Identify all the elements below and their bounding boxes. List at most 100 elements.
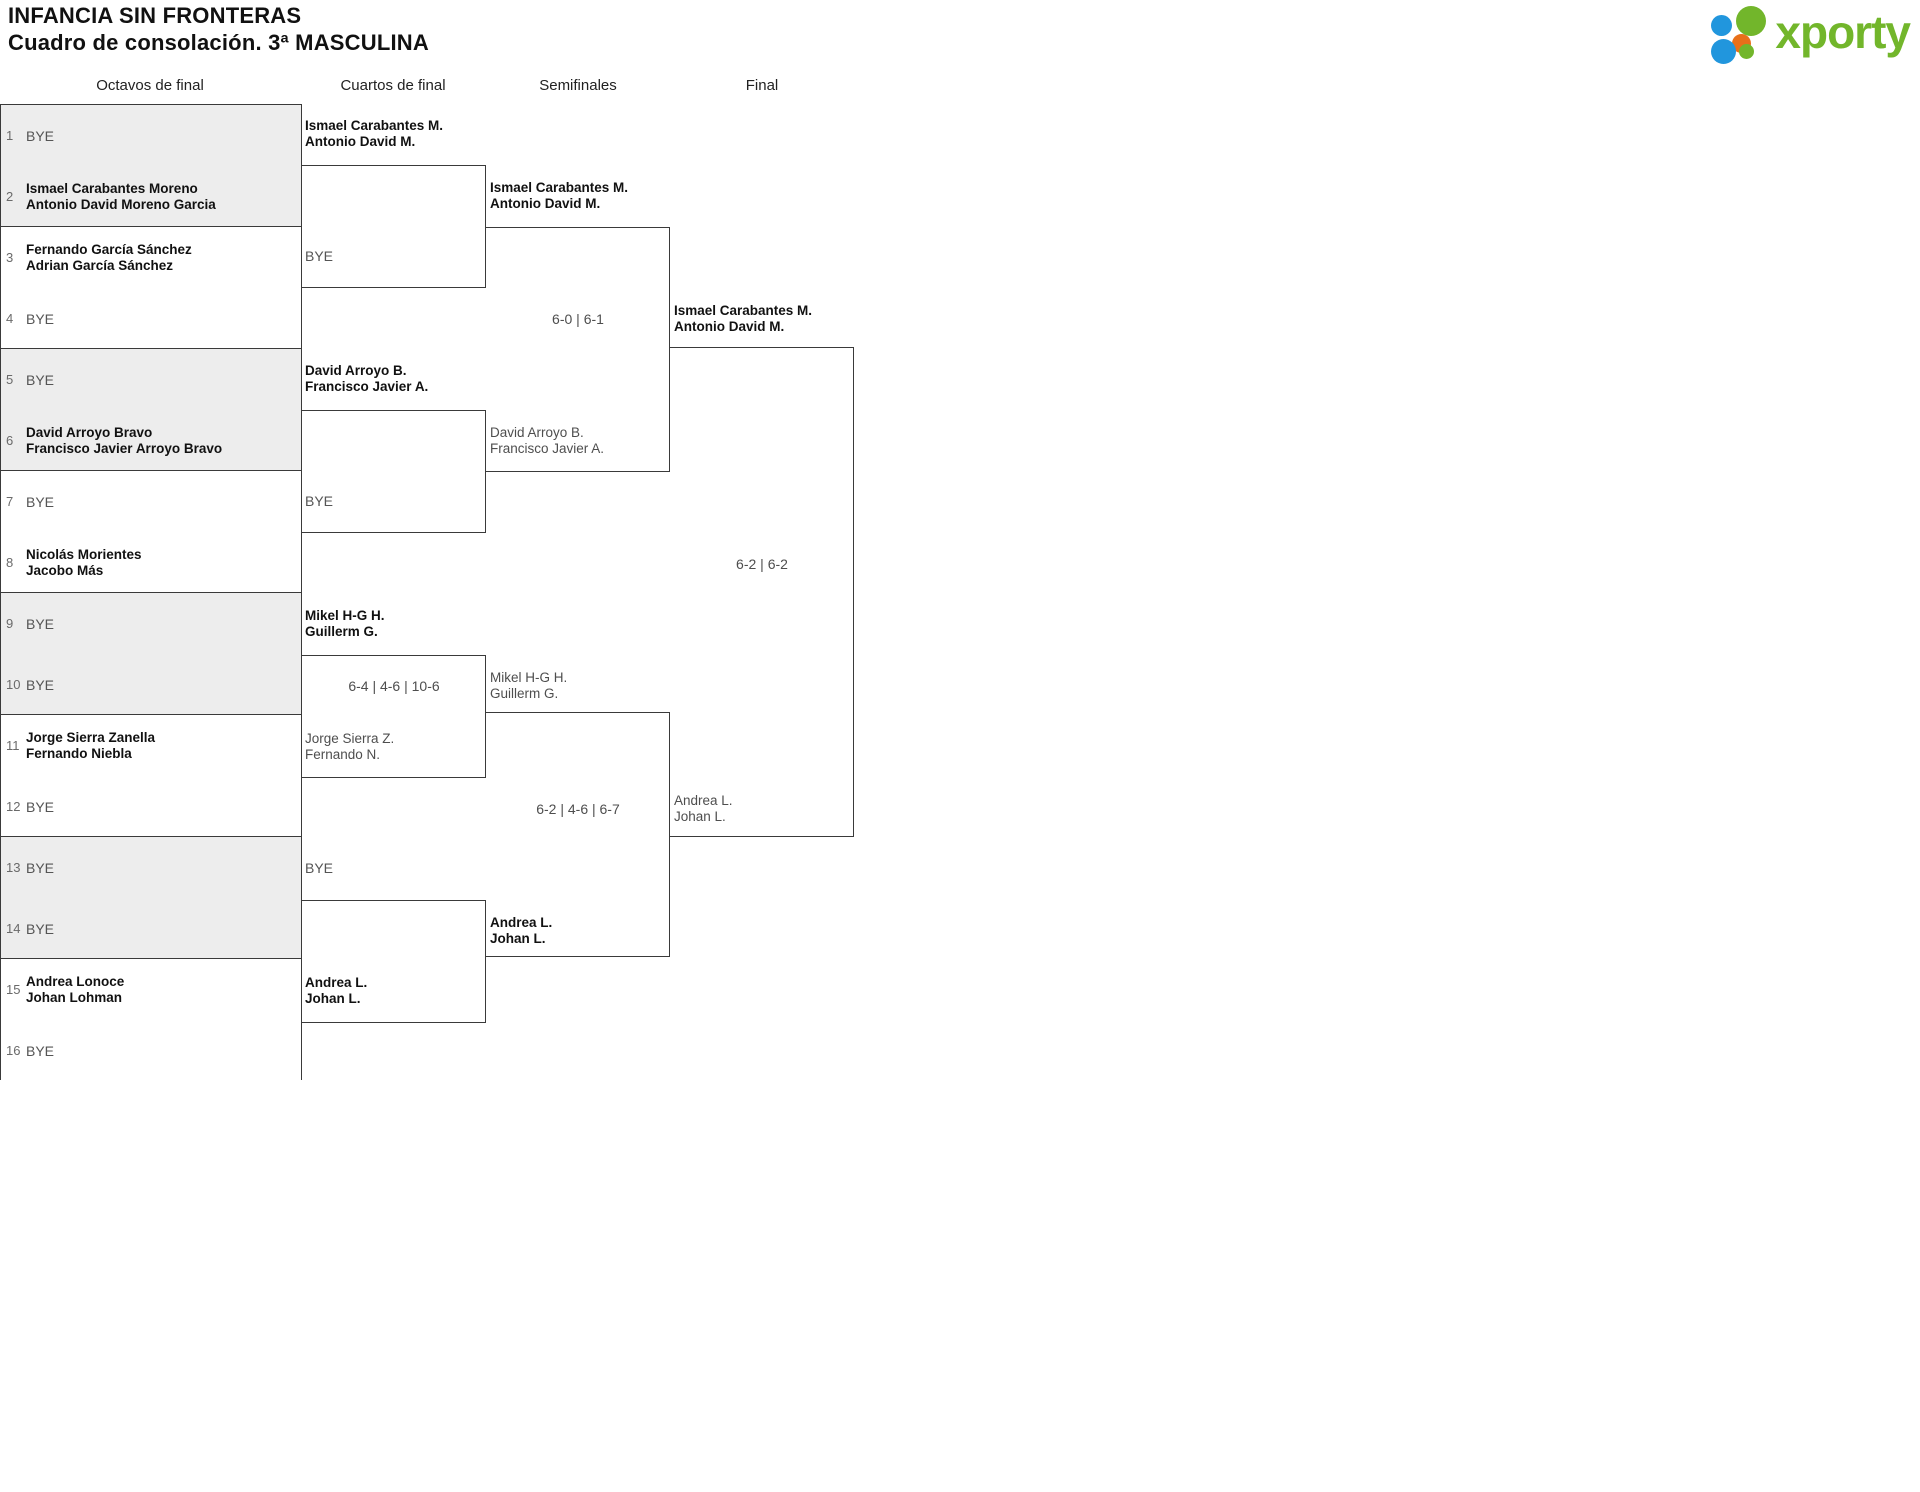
r16-slot[interactable]: 4 BYE [1, 288, 301, 349]
final-match-box[interactable] [670, 347, 854, 837]
qf-entry-2: BYE [305, 248, 334, 264]
player-name: Antonio David M. [305, 134, 416, 149]
player-name: Guillerm G. [305, 624, 378, 639]
player-name: BYE [26, 371, 55, 388]
player-name: Fernando Niebla [26, 745, 132, 761]
player-name: David Arroyo B. [305, 363, 407, 378]
qf-match-box[interactable] [302, 655, 486, 778]
player-name: BYE [26, 798, 55, 815]
seed-number: 8 [6, 555, 14, 570]
seed-number: 12 [6, 799, 21, 814]
player-name: BYE [26, 859, 55, 876]
player-name: Johan Lohman [26, 989, 123, 1005]
qf-entry-6: Jorge Sierra Z. Fernando N. [305, 731, 394, 763]
sf-score-1: 6-0 | 6-1 [552, 311, 604, 327]
player-name: Antonio David M. [674, 319, 785, 334]
player-name: Ismael Carabantes M. [674, 303, 813, 318]
player-name: Fernando García Sánchez [26, 241, 192, 257]
qf-entry-1: Ismael Carabantes M. Antonio David M. [305, 118, 443, 150]
sf-match-box[interactable] [486, 227, 670, 472]
player-name: Andrea Lonoce [26, 973, 125, 989]
player-name: BYE [26, 920, 55, 937]
player-name: Ismael Carabantes M. [490, 180, 629, 195]
final-entry-2: Andrea L. Johan L. [674, 793, 733, 825]
round-header-qf: Cuartos de final [340, 77, 446, 94]
sf-entry-4: Andrea L. Johan L. [490, 915, 552, 947]
player-name: Francisco Javier Arroyo Bravo [26, 440, 223, 456]
player-name: Mikel H-G H. [490, 670, 568, 685]
r16-slot[interactable]: 10 BYE [1, 654, 301, 715]
r16-slot[interactable]: 14 BYE [1, 898, 301, 959]
player-name: Francisco Javier A. [305, 379, 429, 394]
player-name: Fernando N. [305, 747, 381, 762]
player-name: David Arroyo Bravo [26, 424, 153, 440]
final-score: 6-2 | 6-2 [736, 556, 788, 572]
qf-score-5: 6-4 | 4-6 | 10-6 [348, 678, 440, 694]
r16-slot[interactable]: 5 BYE [1, 349, 301, 410]
sf-score-3: 6-2 | 4-6 | 6-7 [536, 801, 620, 817]
r16-slot[interactable]: 1 BYE [1, 105, 301, 166]
seed-number: 16 [6, 1043, 21, 1058]
player-name: Jorge Sierra Z. [305, 731, 395, 746]
player-name: BYE [26, 1042, 55, 1059]
tournament-name: INFANCIA SIN FRONTERAS [8, 3, 302, 28]
player-name: BYE [26, 676, 55, 693]
player-name: BYE [26, 493, 55, 510]
round-header-final: Final [745, 77, 779, 94]
player-name: Mikel H-G H. [305, 608, 385, 623]
r16-slot[interactable]: 12 BYE [1, 776, 301, 837]
sf-entry-2: David Arroyo B. Francisco Javier A. [490, 425, 604, 457]
r16-slot[interactable]: 13 BYE [1, 837, 301, 898]
r16-slot[interactable]: 16 BYE [1, 1020, 301, 1081]
seed-number: 5 [6, 372, 14, 387]
seed-number: 2 [6, 189, 14, 204]
seed-number: 9 [6, 616, 14, 631]
seed-number: 3 [6, 250, 14, 265]
player-name: Johan L. [305, 991, 361, 1006]
player-name: Guillerm G. [490, 686, 559, 701]
qf-match-box[interactable] [302, 410, 486, 533]
r16-slot[interactable]: 7 BYE [1, 471, 301, 532]
player-name: Jacobo Más [26, 562, 104, 578]
sf-entry-1: Ismael Carabantes M. Antonio David M. [490, 180, 628, 212]
r16-pair: 13 BYE 14 BYE [1, 837, 301, 959]
qf-entry-3: David Arroyo B. Francisco Javier A. [305, 363, 428, 395]
bracket-subtitle: Cuadro de consolación. 3ª MASCULINA [8, 30, 429, 55]
seed-number: 7 [6, 494, 14, 509]
sf-entry-3: Mikel H-G H. Guillerm G. [490, 670, 567, 702]
player-name: BYE [26, 127, 55, 144]
player-name: Johan L. [490, 931, 546, 946]
sf-match-box[interactable] [486, 712, 670, 957]
seed-number: 13 [6, 860, 21, 875]
qf-entry-5: Mikel H-G H. Guillerm G. [305, 608, 385, 640]
player-name: Antonio David M. [490, 196, 601, 211]
qf-match-box[interactable] [302, 900, 486, 1023]
qf-entry-7: BYE [305, 860, 334, 876]
r16-pair: 9 BYE 10 BYE [1, 593, 301, 715]
xporty-logo: xporty [1711, 4, 1911, 64]
r16-slot[interactable]: 9 BYE [1, 593, 301, 654]
player-name: Ismael Carabantes Moreno [26, 180, 198, 196]
player-name: Ismael Carabantes M. [305, 118, 444, 133]
seed-number: 15 [6, 982, 21, 997]
seed-number: 1 [6, 128, 14, 143]
player-name: Jorge Sierra Zanella [26, 729, 156, 745]
qf-match-box[interactable] [302, 165, 486, 288]
